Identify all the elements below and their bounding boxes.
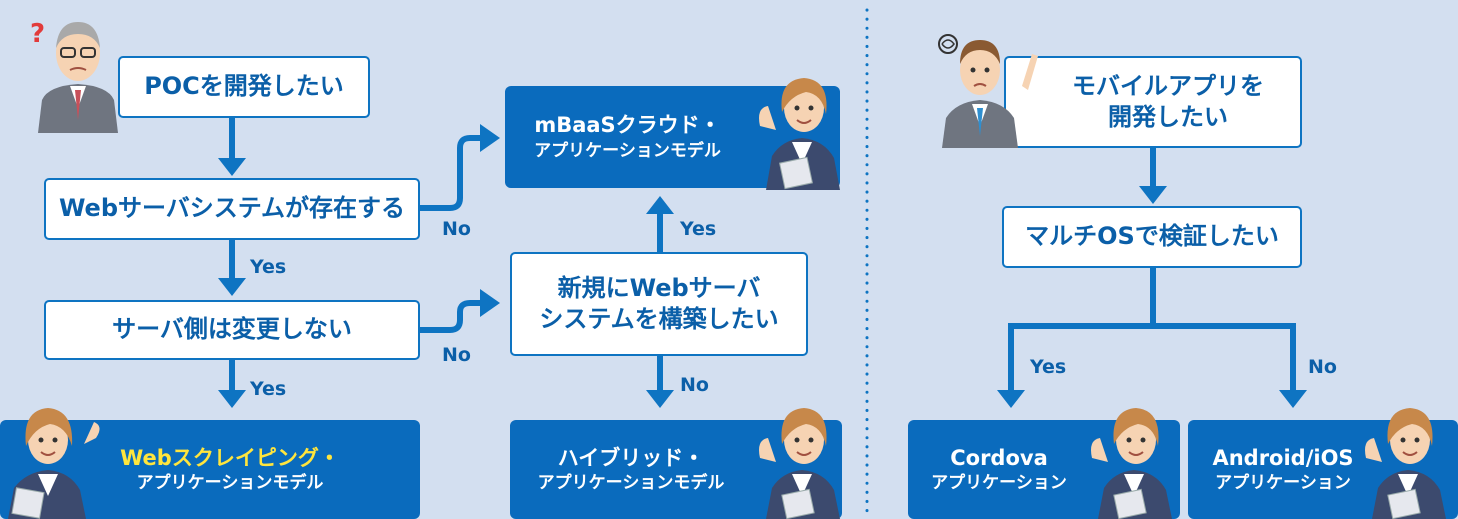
arrowhead (1279, 390, 1307, 408)
arrowhead (646, 196, 674, 214)
native-line1: Android/iOS (1212, 445, 1354, 470)
poc-text: POCを開発したい (144, 72, 344, 101)
new-web-server-line1: 新規にWebサーバ (557, 273, 761, 302)
label-yes-right: Yes (1030, 356, 1067, 378)
arrowhead (218, 390, 246, 408)
arrowhead (218, 158, 246, 176)
hybrid-line1: ハイブリッド・ (557, 445, 705, 470)
mobile-line2: 開発したい (1108, 103, 1228, 131)
arrowhead (480, 124, 500, 152)
web-server-exists-text: Webサーバシステムが存在する (58, 194, 406, 223)
cordova-line1: Cordova (950, 445, 1048, 470)
label-yes-1: Yes (250, 256, 287, 278)
label-yes-3: Yes (680, 218, 717, 240)
mobile-app-box: モバイルアプリを 開発したい (1004, 56, 1302, 148)
scraping-line2: アプリケーションモデル (136, 473, 324, 494)
label-no-1: No (442, 218, 471, 240)
new-web-server-box: 新規にWebサーバ システムを構築したい (510, 252, 808, 356)
label-no-3: No (680, 374, 709, 396)
new-web-server-line2: システムを構築したい (539, 305, 779, 333)
label-no-2: No (442, 344, 471, 366)
native-line2: アプリケーション (1215, 473, 1351, 494)
mbaas-line2: アプリケーションモデル (534, 140, 721, 161)
presenter-woman-mbaas (759, 78, 840, 190)
svg-text:?: ? (30, 19, 45, 49)
presenter-woman-hybrid (759, 408, 840, 519)
label-no-right: No (1308, 356, 1337, 378)
multi-os-text: マルチOSで検証したい (1025, 222, 1279, 251)
native-box: Android/iOS アプリケーション (1188, 420, 1458, 519)
arrowhead (997, 390, 1025, 408)
multi-os-box: マルチOSで検証したい (1002, 206, 1302, 268)
server-unchanged-text: サーバ側は変更しない (112, 315, 352, 344)
presenter-woman-cordova (1091, 408, 1172, 519)
confused-man-illustration: ? (30, 19, 118, 133)
hybrid-line2: アプリケーションモデル (537, 473, 725, 494)
mobile-line1: モバイルアプリを (1072, 71, 1264, 100)
presenter-woman-native (1365, 408, 1446, 519)
presenter-woman-scraping (8, 408, 100, 519)
label-yes-2: Yes (250, 378, 287, 400)
arrowhead (218, 278, 246, 296)
server-unchanged-box: サーバ側は変更しない (44, 300, 420, 360)
arrowhead (1139, 186, 1167, 204)
thinking-man-illustration (938, 34, 1038, 148)
arrowhead (646, 390, 674, 408)
mbaas-line1: mBaaSクラウド・ (534, 113, 721, 138)
arrow-webserver-no (420, 135, 482, 211)
scraping-line1: Webスクレイピング・ (120, 445, 340, 470)
arrowhead (480, 289, 500, 317)
cordova-line2: アプリケーション (931, 473, 1067, 494)
arrow-unchanged-no (420, 300, 482, 333)
poc-box: POCを開発したい (118, 56, 370, 118)
web-server-exists-box: Webサーバシステムが存在する (44, 178, 420, 240)
